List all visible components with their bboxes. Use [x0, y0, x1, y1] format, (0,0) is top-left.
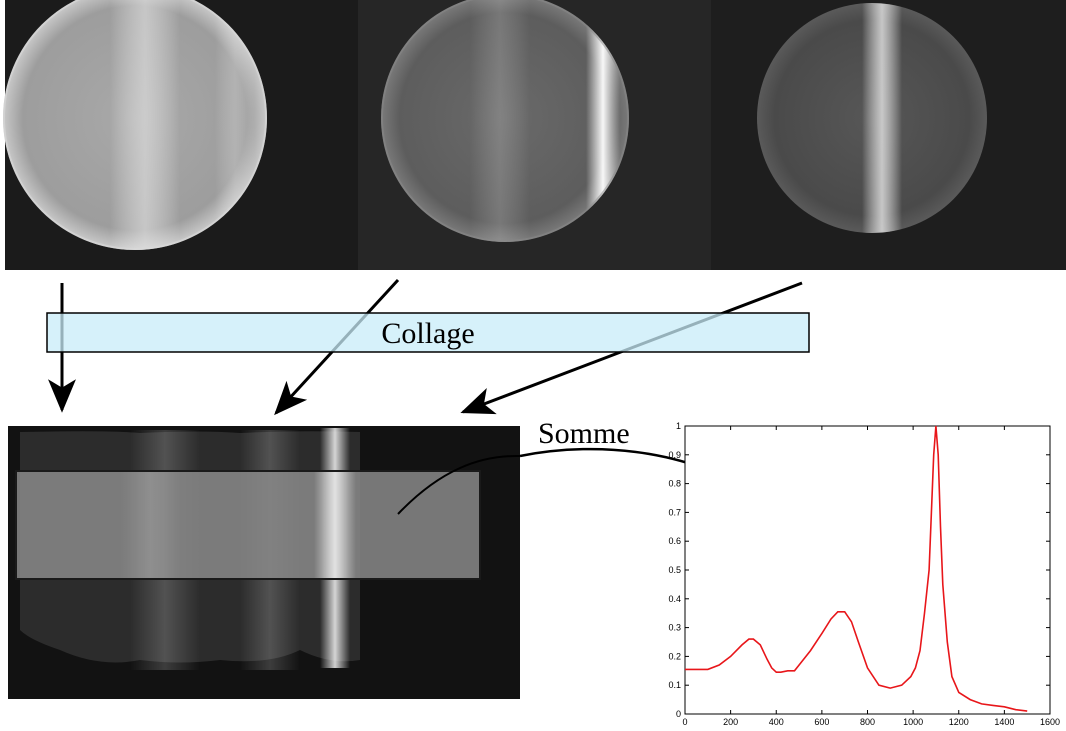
y-tick-label: 0 — [676, 709, 681, 719]
input-image-2 — [358, 0, 711, 270]
profile-chart: 0 200 400 600 800 1000 1200 1400 1600 0 0.1 0.2 0.3… — [668, 421, 1060, 727]
x-tick-label: 800 — [860, 717, 875, 727]
y-axis-ticks: 0 0.1 0.2 0.3 0.4 0.5 0.6 0.7 0.8 0.9 1 — [668, 421, 1050, 719]
profile-line — [685, 425, 1028, 712]
input-image-1 — [3, 0, 358, 270]
y-tick-label: 1 — [676, 421, 681, 431]
plot-frame — [684, 425, 1051, 715]
selection-region — [15, 470, 481, 580]
y-tick-label: 0.2 — [668, 651, 681, 661]
y-tick-label: 0.4 — [668, 594, 681, 604]
x-tick-label: 1400 — [994, 717, 1014, 727]
somme-label: Somme — [538, 417, 630, 450]
x-axis-ticks: 0 200 400 600 800 1000 1200 1400 1600 — [682, 426, 1060, 727]
y-tick-label: 0.6 — [668, 536, 681, 546]
y-tick-label: 0.5 — [668, 565, 681, 575]
y-tick-label: 0.8 — [668, 479, 681, 489]
x-tick-label: 400 — [769, 717, 784, 727]
x-tick-label: 1200 — [949, 717, 969, 727]
y-tick-label: 0.9 — [668, 450, 681, 460]
stitched-image — [8, 426, 520, 699]
x-tick-label: 1600 — [1040, 717, 1060, 727]
x-tick-label: 600 — [814, 717, 829, 727]
collage-bar: Collage — [46, 312, 810, 353]
collage-label: Collage — [381, 317, 474, 350]
y-tick-label: 0.7 — [668, 507, 681, 517]
input-image-3 — [711, 0, 1066, 270]
x-tick-label: 1000 — [903, 717, 923, 727]
y-tick-label: 0.1 — [668, 680, 681, 690]
x-tick-label: 200 — [723, 717, 738, 727]
x-tick-label: 0 — [682, 717, 687, 727]
y-tick-label: 0.3 — [668, 623, 681, 633]
